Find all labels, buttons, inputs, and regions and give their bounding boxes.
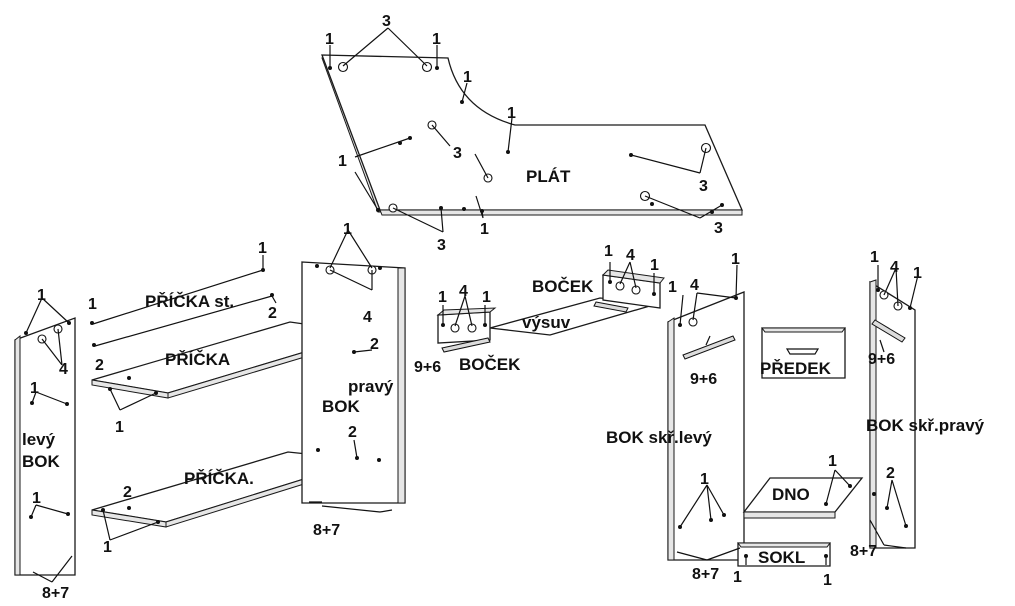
plat-board xyxy=(321,54,743,216)
number-callouts: 3 1 1 1 1 1 3 3 3 3 1 1 1 2 2 1 4 2 1 2 … xyxy=(30,13,922,602)
callout-3: 3 xyxy=(699,178,708,195)
label-plat: PLÁT xyxy=(526,167,571,186)
label-pricka-st: PŘÍČKA st. xyxy=(145,292,234,311)
callout-1: 1 xyxy=(343,221,352,238)
callout-9-6: 9+6 xyxy=(690,371,717,388)
bok-skr-pravy-edge xyxy=(869,279,877,549)
bok-skr-levy-face xyxy=(667,291,745,561)
callout-1: 1 xyxy=(32,490,41,507)
leader-lines xyxy=(25,27,919,583)
callout-4: 4 xyxy=(363,309,372,326)
bok-skr-levy-edge xyxy=(667,317,675,561)
label-bocek-top: BOČEK xyxy=(532,277,594,296)
bocek-front-top xyxy=(436,307,497,316)
callout-3: 3 xyxy=(382,13,391,30)
callout-1: 1 xyxy=(432,31,441,48)
label-levy: levý xyxy=(22,430,56,449)
callout-1: 1 xyxy=(115,419,124,436)
predek-handle xyxy=(785,348,820,355)
dno-edge xyxy=(743,511,836,519)
label-sokl: SOKL xyxy=(758,548,805,567)
callout-1: 1 xyxy=(507,105,516,122)
label-pravy-bok: BOK xyxy=(322,397,361,416)
callout-1: 1 xyxy=(480,221,489,238)
callout-4: 4 xyxy=(59,361,68,378)
callout-1: 1 xyxy=(258,240,267,257)
callout-8-7: 8+7 xyxy=(313,522,340,539)
pravy-bok-panel xyxy=(301,261,406,504)
label-bok-skr-pravy: BOK skř.pravý xyxy=(866,416,985,435)
label-bok-skr-levy: BOK skř.levý xyxy=(606,428,712,447)
callout-4: 4 xyxy=(459,283,468,300)
callout-1: 1 xyxy=(604,243,613,260)
callout-2: 2 xyxy=(348,424,357,441)
label-dno: DNO xyxy=(772,485,810,504)
predek-panel xyxy=(761,327,846,379)
callout-2: 2 xyxy=(370,336,379,353)
rail-bocek-lower xyxy=(441,337,491,353)
label-pravy: pravý xyxy=(348,377,394,396)
bok-skr-levy-panel xyxy=(667,291,745,561)
label-pricka-dot: PŘÍČKA. xyxy=(184,469,254,488)
callout-4: 4 xyxy=(890,259,899,276)
callout-8-7: 8+7 xyxy=(850,543,877,560)
callout-3: 3 xyxy=(714,220,723,237)
callout-1: 1 xyxy=(482,289,491,306)
plat-top xyxy=(321,54,743,211)
label-levy-bok: BOK xyxy=(22,452,61,471)
label-bocek-bottom: BOČEK xyxy=(459,355,521,374)
callout-1: 1 xyxy=(733,569,742,586)
dno-board xyxy=(742,477,864,519)
callout-1: 1 xyxy=(870,249,879,266)
callout-4: 4 xyxy=(690,277,699,294)
levy-bok-edge xyxy=(14,334,21,576)
label-vysuv: výsuv xyxy=(522,313,571,332)
bocek-front xyxy=(437,311,491,344)
pravy-bok-edge xyxy=(397,267,406,504)
callout-1: 1 xyxy=(30,380,39,397)
callout-3: 3 xyxy=(437,237,446,254)
callout-3: 3 xyxy=(453,145,462,162)
callout-9-6: 9+6 xyxy=(868,351,895,368)
callout-1: 1 xyxy=(823,572,832,589)
callout-2: 2 xyxy=(886,465,895,482)
callout-1: 1 xyxy=(731,251,740,268)
callout-1: 1 xyxy=(650,257,659,274)
sokl-top xyxy=(737,542,831,548)
rail-bocek-upper xyxy=(593,301,629,313)
label-predek: PŘEDEK xyxy=(760,359,832,378)
callout-1: 1 xyxy=(828,453,837,470)
callout-2: 2 xyxy=(268,305,277,322)
callout-2: 2 xyxy=(95,357,104,374)
callout-1: 1 xyxy=(668,279,677,296)
callout-8-7: 8+7 xyxy=(42,585,69,601)
callout-1: 1 xyxy=(37,287,46,304)
labels: PLÁT PŘÍČKA st. PŘÍČKA PŘÍČKA. levý BOK … xyxy=(22,167,985,567)
label-pricka: PŘÍČKA xyxy=(165,350,230,369)
callout-1: 1 xyxy=(325,31,334,48)
callout-4: 4 xyxy=(626,247,635,264)
sokl-board xyxy=(737,542,831,567)
callout-9-6: 9+6 xyxy=(414,359,441,376)
callout-1: 1 xyxy=(438,289,447,306)
callout-1: 1 xyxy=(88,296,97,313)
callout-8-7: 8+7 xyxy=(692,566,719,583)
levy-bok-panel xyxy=(14,317,76,576)
predek-top xyxy=(761,327,846,333)
bok-skr-pravy-panel xyxy=(869,279,916,549)
callout-2: 2 xyxy=(123,484,132,501)
callout-1: 1 xyxy=(103,539,112,556)
plat-front-edge xyxy=(379,209,743,216)
callout-1: 1 xyxy=(463,69,472,86)
callout-1: 1 xyxy=(700,471,709,488)
rail-levy xyxy=(682,335,736,360)
callout-1: 1 xyxy=(913,265,922,282)
callout-1: 1 xyxy=(338,153,347,170)
rail-pravy xyxy=(871,319,906,343)
